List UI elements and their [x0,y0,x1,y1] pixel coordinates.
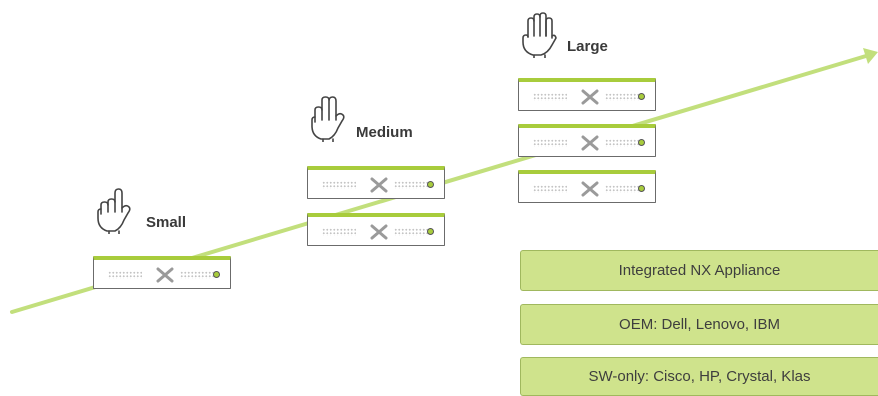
status-led [213,271,220,278]
tier-label-large: Large [567,38,608,55]
status-led [427,228,434,235]
server-unit [307,213,445,246]
x-logo-icon [370,177,388,193]
x-logo-icon [370,224,388,240]
status-led [427,181,434,188]
server-unit [518,78,656,111]
hand-open-icon [522,12,557,58]
x-logo-icon [581,181,599,197]
tier-label-small: Small [146,214,187,231]
tier-label-medium: Medium [356,124,413,141]
server-unit [307,166,445,199]
x-logo-icon [156,267,174,283]
option-sw-only: SW-only: Cisco, HP, Crystal, Klas [520,357,878,396]
option-integrated-appliance: Integrated NX Appliance [520,250,878,291]
server-unit [518,124,656,157]
server-unit [518,170,656,203]
x-logo-icon [581,89,599,105]
hand-one-finger-icon [97,188,131,234]
x-logo-icon [581,135,599,151]
status-led [638,93,645,100]
hand-two-fingers-icon [311,96,345,142]
status-led [638,185,645,192]
server-unit [93,256,231,289]
option-oem: OEM: Dell, Lenovo, IBM [520,304,878,345]
status-led [638,139,645,146]
